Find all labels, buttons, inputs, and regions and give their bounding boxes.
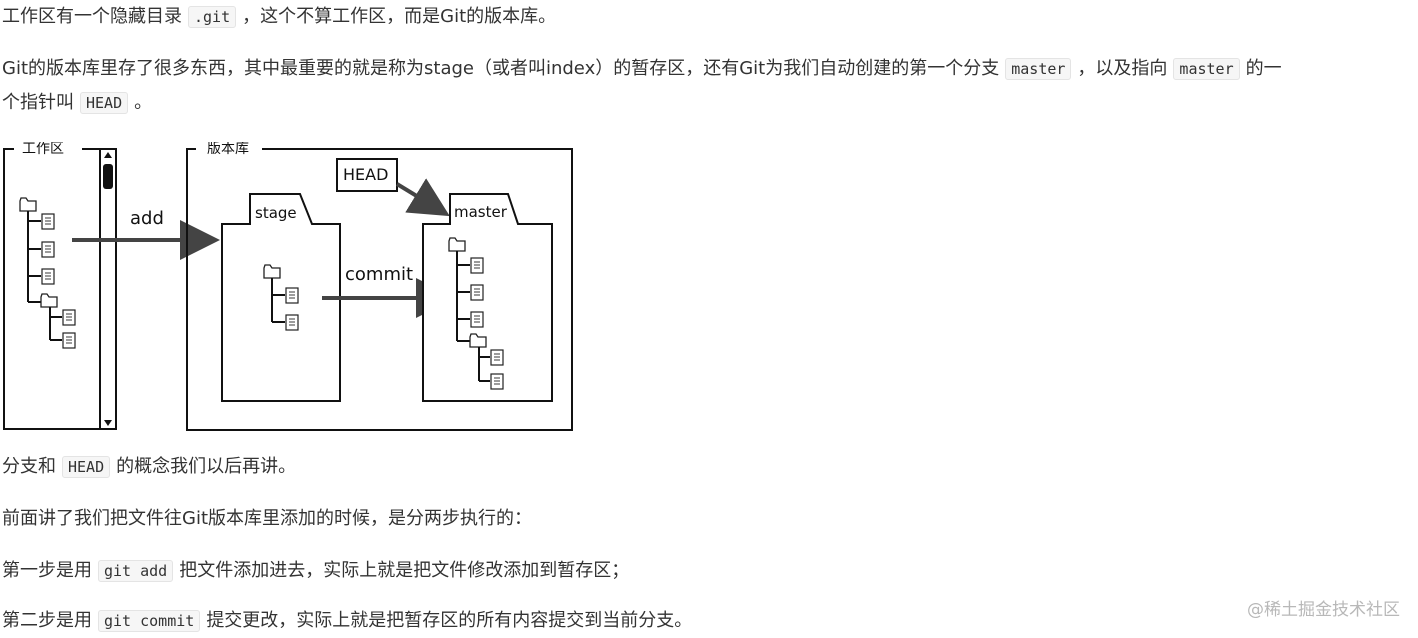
master-branch: master [422, 193, 553, 402]
text: ，这个不算工作区，而是Git的版本库。 [242, 6, 557, 27]
text: 把文件添加进去，实际上就是把文件修改添加到暂存区； [179, 560, 630, 581]
paragraph-4: 前面讲了我们把文件往Git版本库里添加的时候，是分两步执行的： [2, 502, 532, 536]
text: 工作区有一个隐藏目录 [2, 6, 182, 27]
file-icon [62, 309, 76, 326]
file-icon [470, 311, 484, 328]
text: 前面讲了我们把文件往Git版本库里添加的时候，是分两步执行的： [2, 508, 533, 529]
text: ，以及指向 [1077, 58, 1168, 79]
inline-code: HEAD [62, 456, 111, 478]
file-icon [490, 373, 504, 390]
inline-code: .git [188, 6, 237, 28]
workspace-label: 工作区 [22, 142, 64, 157]
text: 个指针叫 [2, 92, 74, 113]
repository-label: 版本库 [207, 142, 249, 157]
scroll-up-arrow [104, 152, 112, 158]
scroll-thumb [103, 164, 113, 189]
git-workspace-diagram: 工作区 add 版本库 [3, 142, 573, 431]
file-icon [490, 349, 504, 366]
text: 的一 [1245, 58, 1282, 79]
head-pointer: HEAD [336, 158, 450, 217]
text: 提交更改，实际上就是把暂存区的所有内容提交到当前分支。 [206, 610, 693, 631]
text: 。 [134, 92, 153, 113]
add-arrow: add [72, 208, 220, 260]
inline-code: master [1173, 58, 1240, 80]
text: 分支和 [2, 456, 56, 477]
file-icon [285, 287, 299, 304]
file-icon [285, 314, 299, 331]
file-icon [41, 213, 55, 230]
text: 第二步是用 [2, 610, 92, 631]
add-label: add [130, 208, 164, 229]
scroll-down-arrow [104, 420, 112, 426]
scrollbar [99, 148, 117, 430]
inline-code: git commit [98, 610, 201, 632]
text: 的概念我们以后再讲。 [116, 456, 297, 477]
text: 第一步是用 [2, 560, 92, 581]
file-icon [470, 284, 484, 301]
head-label: HEAD [343, 165, 388, 184]
paragraph-1: 工作区有一个隐藏目录 .git，这个不算工作区，而是Git的版本库。 [2, 0, 556, 34]
commit-label: commit [345, 264, 413, 285]
folder-icon [40, 293, 58, 308]
text: Git的版本库里存了很多东西，其中最重要的就是称为stage（或者叫index）… [2, 58, 1000, 79]
stage-label: stage [255, 204, 297, 222]
paragraph-2: Git的版本库里存了很多东西，其中最重要的就是称为stage（或者叫index）… [2, 52, 1282, 86]
master-label: master [454, 203, 508, 221]
file-icon [470, 257, 484, 274]
repository-box: 版本库 stage commit HEAD master [186, 142, 573, 431]
file-icon [41, 268, 55, 285]
workspace-box: 工作区 [3, 142, 117, 430]
watermark: @稀土掘金技术社区 [1247, 600, 1400, 620]
stage-area: stage [221, 193, 341, 402]
paragraph-2-continued: 个指针叫 HEAD。 [2, 86, 152, 120]
file-icon [41, 241, 55, 258]
workspace-file-tree [19, 197, 76, 349]
inline-code: HEAD [80, 92, 129, 114]
inline-code: git add [98, 560, 174, 582]
file-icon [62, 332, 76, 349]
inline-code: master [1005, 58, 1072, 80]
